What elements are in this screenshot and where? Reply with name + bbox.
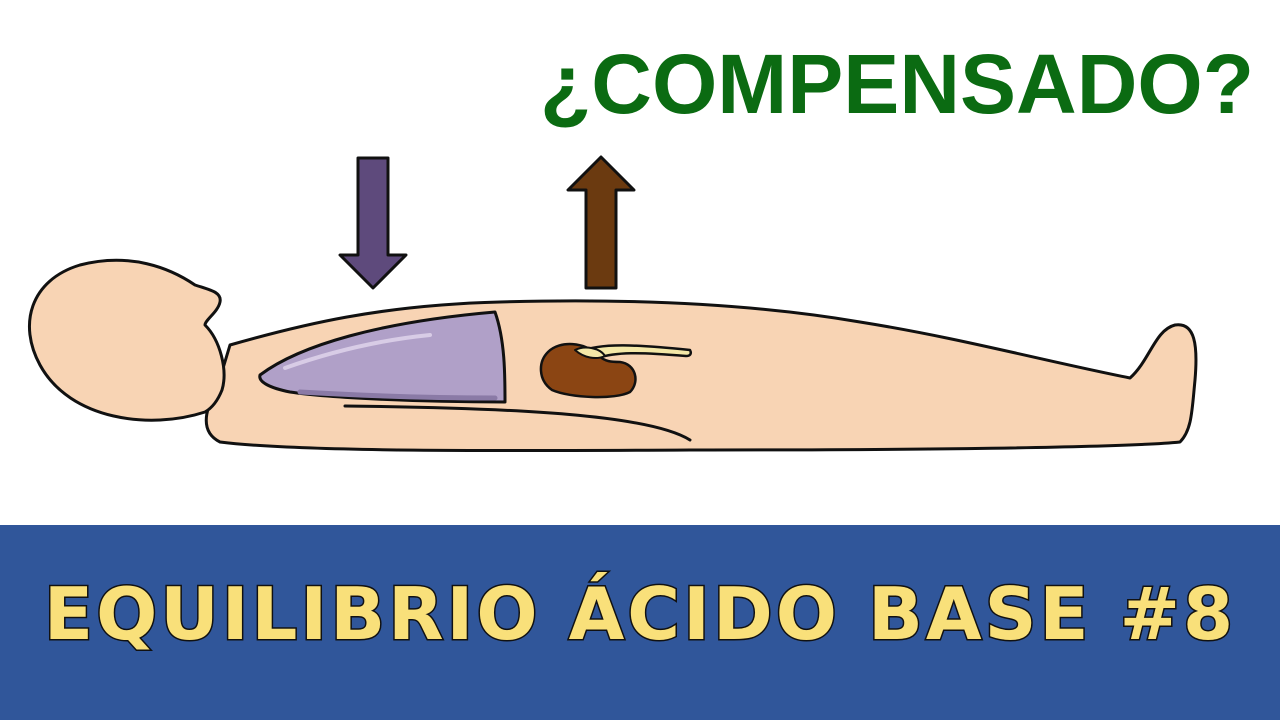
- renal-pelvis: [574, 346, 606, 359]
- lungs-shadow: [297, 389, 498, 401]
- ureter: [578, 344, 693, 360]
- banner-title: EQUILIBRIO ÁCIDO BASE #8: [42, 572, 1237, 656]
- title-banner: [0, 525, 1280, 720]
- leg-line: [343, 404, 692, 442]
- down-arrow-icon: [338, 156, 408, 290]
- up-arrow-icon: [566, 155, 636, 290]
- head: [27, 258, 226, 422]
- lungs-highlight: [283, 333, 432, 370]
- lungs: [258, 310, 507, 404]
- headline-question: ¿COMPENSADO?: [540, 37, 1254, 131]
- illustration: [27, 155, 1198, 453]
